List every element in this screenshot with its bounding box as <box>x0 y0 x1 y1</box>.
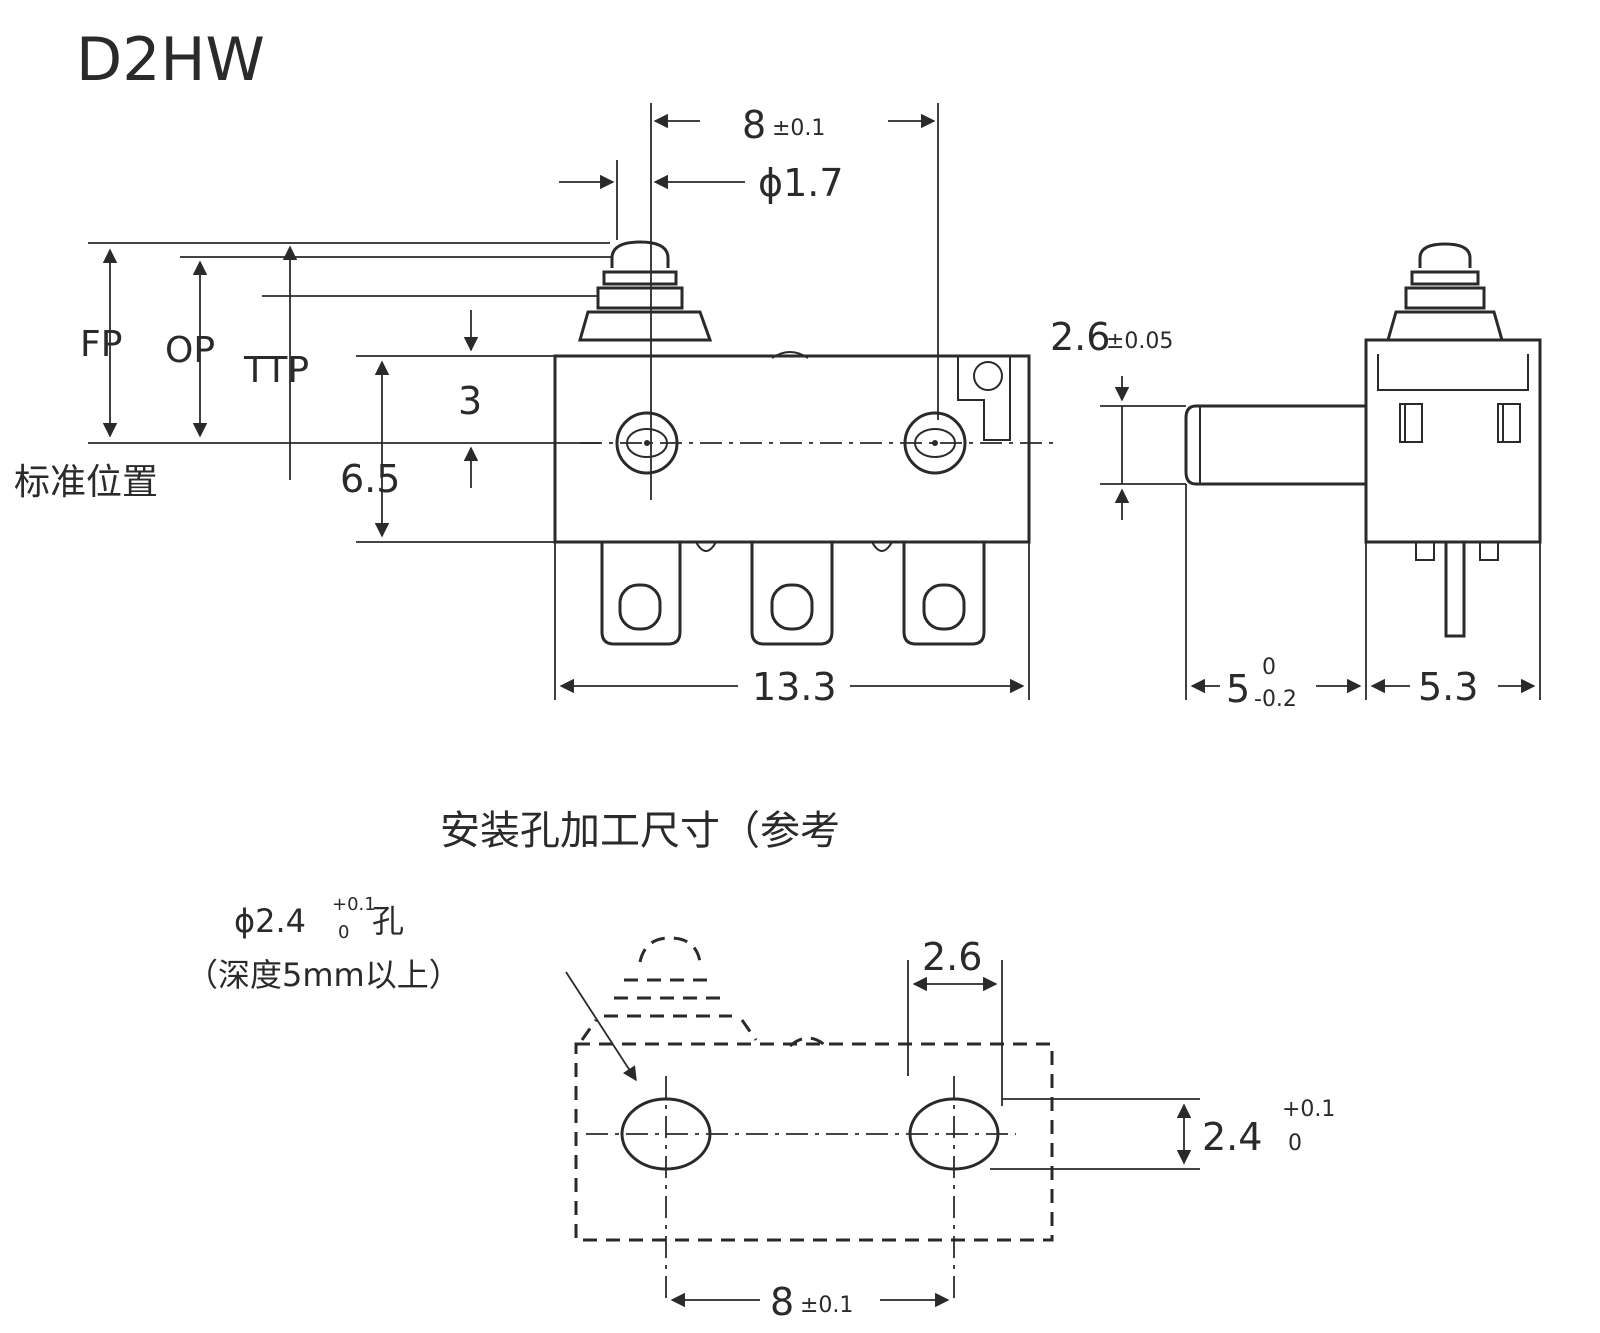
side-view: 5 0 -0.2 5.3 <box>1100 242 1542 712</box>
hole-spec-tol-upper: +0.1 <box>332 894 376 915</box>
dim-plunger: 5 <box>1226 667 1250 711</box>
dim-mount-hole: 2.4 <box>1202 1115 1262 1159</box>
plunger <box>578 240 713 342</box>
dim-height-6-5: 6.5 <box>340 457 400 501</box>
dim-diameter: ϕ1.7 <box>758 161 844 205</box>
mounting-drawing: 安装孔加工尺寸（参考 ϕ2.4 +0.1 0 孔 （深度5mm以上） 2.6 2… <box>186 808 1335 1324</box>
dim-pitch-bottom: 8 <box>770 1280 794 1324</box>
dim-mount-hole-tol-upper: +0.1 <box>1282 1097 1335 1122</box>
dim-side-width: 5.3 <box>1418 665 1478 709</box>
mounting-title: 安装孔加工尺寸（参考 <box>440 808 840 854</box>
terminals <box>600 541 986 646</box>
label-op: OP <box>165 330 215 371</box>
hole-spec-tol-lower: 0 <box>338 922 349 943</box>
dim-pitch-top: 8 <box>742 103 766 147</box>
hole-spec-suffix: 孔 <box>372 902 404 940</box>
switch-body <box>553 354 1031 544</box>
hole-depth: （深度5mm以上） <box>186 956 461 994</box>
label-standard-position: 标准位置 <box>14 462 158 503</box>
dim-mount-hole-tol-lower: 0 <box>1288 1131 1302 1156</box>
dim-pitch-bottom-tol: ±0.1 <box>800 1293 853 1318</box>
label-ttp: TTP <box>243 350 309 391</box>
dim-mount-edge: 2.6 <box>922 935 982 979</box>
dim-hole-offset: 2.6 <box>1050 315 1110 359</box>
dim-hole-offset-tol: ±0.05 <box>1106 329 1173 354</box>
dim-plunger-tol-upper: 0 <box>1262 655 1276 680</box>
front-view: 8 ±0.1 ϕ1.7 FP OP TTP 3 6.5 标准位置 <box>14 103 1173 709</box>
hole-spec: ϕ2.4 <box>234 902 306 940</box>
dim-travel-3: 3 <box>458 379 482 423</box>
dim-pitch-top-tol: ±0.1 <box>772 116 825 141</box>
drawing-title: D2HW <box>76 25 265 95</box>
dim-plunger-tol-lower: -0.2 <box>1254 687 1297 712</box>
dim-length: 13.3 <box>752 665 837 709</box>
label-fp: FP <box>80 324 122 365</box>
